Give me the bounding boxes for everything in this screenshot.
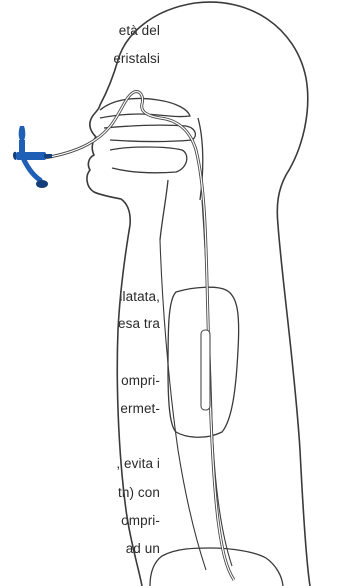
tube-connector: [13, 126, 52, 188]
body-silhouette: [87, 2, 310, 586]
tongue: [110, 147, 187, 173]
throat-inner: [160, 180, 168, 240]
tube-marker: [201, 330, 210, 410]
stomach-outline: [150, 548, 283, 586]
nasal-cavity: [100, 98, 190, 118]
